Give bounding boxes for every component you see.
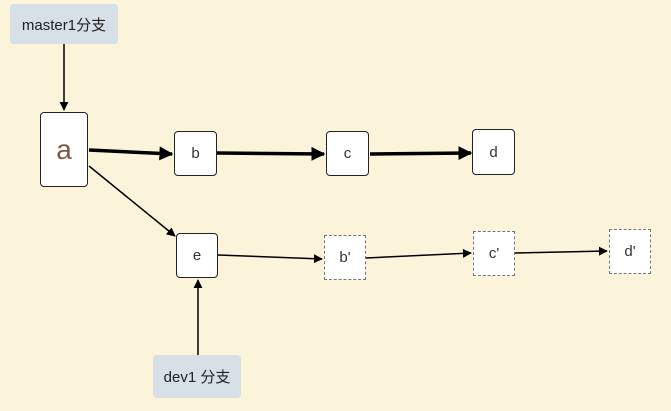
edge-a-to-b [88, 146, 174, 161]
edge-a-to-e [88, 165, 176, 237]
edge-b-to-c [216, 146, 326, 161]
edge-c-prime-to-d-prime [514, 246, 608, 256]
master-branch-label: master1分支 [10, 4, 118, 44]
edge-c-to-d [369, 146, 473, 161]
commit-node-a: a [40, 112, 88, 187]
commit-node-e: e [176, 233, 218, 278]
edge-b-prime-to-c-prime [365, 248, 472, 259]
commit-node-b-prime: b' [324, 235, 366, 280]
commit-node-c-prime: c' [473, 231, 515, 276]
commit-node-b: b [174, 131, 217, 176]
commit-node-d-prime: d' [609, 229, 651, 274]
commit-node-c: c [326, 131, 369, 176]
dev-branch-label: dev1 分支 [153, 355, 241, 398]
edge-e-to-b-prime [217, 254, 323, 264]
commit-node-d: d [472, 129, 515, 175]
